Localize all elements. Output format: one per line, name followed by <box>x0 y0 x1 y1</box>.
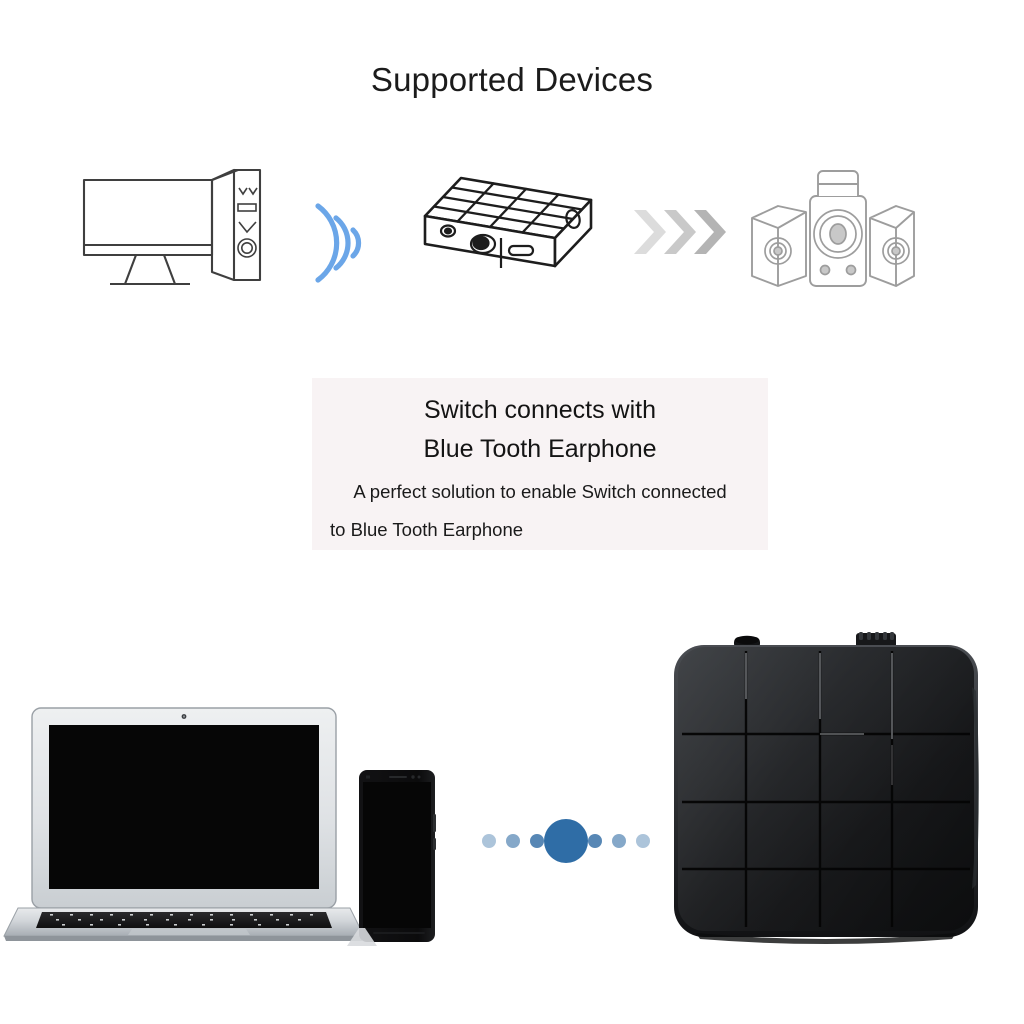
caption-body-line-2: to Blue Tooth Earphone <box>330 518 524 540</box>
connection-dot-left-3 <box>530 834 544 848</box>
caption-body-line-1: A perfect solution to enable Switch conn… <box>353 481 727 502</box>
connection-dot-right-3 <box>636 834 650 848</box>
caption-heading-line-1: Switch connects with <box>423 396 657 424</box>
connection-dot-right-1 <box>588 834 602 848</box>
bluetooth-adapter-photo <box>668 627 984 952</box>
supported-devices-flow <box>0 150 1024 300</box>
caption-heading-line-2: Blue Tooth Earphone <box>423 435 657 463</box>
connection-dot-left-2 <box>506 834 520 848</box>
connection-dot-left-1 <box>482 834 496 848</box>
speaker-set-icon <box>748 162 918 294</box>
connection-dot-right-2 <box>612 834 626 848</box>
wireless-signal-icon <box>306 198 376 288</box>
laptop-photo <box>3 700 365 948</box>
desktop-computer-icon <box>78 162 278 292</box>
page-title: Supported Devices <box>370 61 654 98</box>
bluetooth-connection-dots <box>482 815 650 867</box>
caption-panel: Switch connects with Blue Tooth Earphone… <box>312 378 768 550</box>
smartphone-photo <box>347 768 443 946</box>
arrow-chevrons-icon <box>632 208 732 256</box>
connection-dot-center <box>544 819 588 863</box>
bluetooth-receiver-icon <box>405 172 615 282</box>
